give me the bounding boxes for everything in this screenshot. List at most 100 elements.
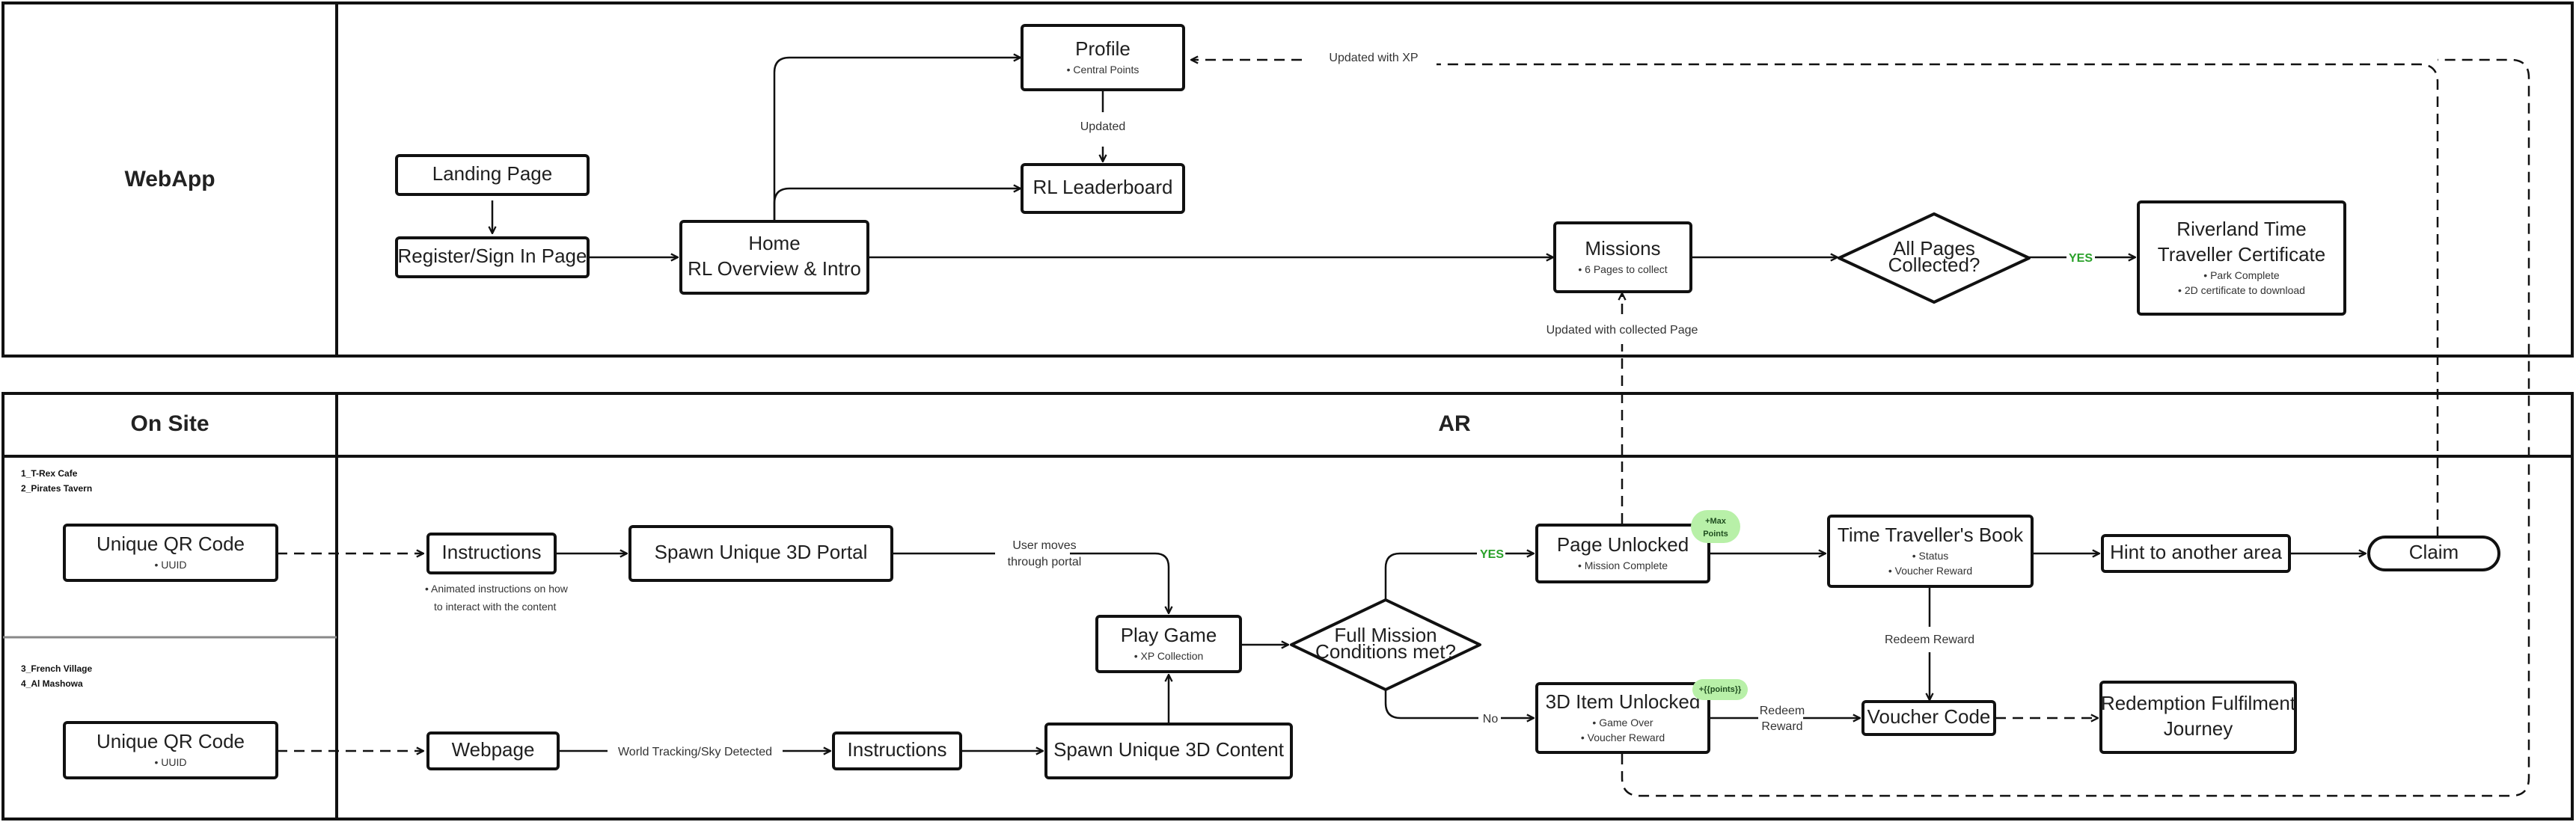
node-qr1: Unique QR Code • UUID [63, 524, 278, 582]
node-bullet: • Park Complete [2203, 269, 2280, 281]
edge-home-profile [773, 58, 1021, 221]
node-title: Instructions [848, 738, 947, 761]
edge-labels: Updated Updated with XP Updated with col… [425, 48, 2093, 758]
label-user-moves: through portal [1008, 556, 1082, 568]
node-title: Play Game [1121, 624, 1217, 646]
node-shape [426, 731, 560, 770]
badge-bg [1692, 679, 1748, 700]
node-shape [395, 236, 590, 278]
node-item-unlocked: 3D Item Unlocked• Game Over• Voucher Rew… [1535, 682, 1710, 754]
site-label: 3_French Village [21, 663, 92, 674]
badge-text: Points [1703, 530, 1728, 539]
label-yes-cert: YES [2069, 252, 2093, 265]
node-bullet: • Central Points [1067, 64, 1139, 76]
node-title: Redemption Fulfilment [2101, 692, 2296, 714]
node-profile: Profile • Central Points [1021, 24, 1185, 91]
site-group-2: 3_French Village 4_Al Mashowa [21, 663, 92, 689]
node-title: Landing Page [432, 162, 552, 185]
note-animated: • Animated instructions on how [425, 583, 569, 595]
lane-webapp: WebApp [124, 167, 215, 191]
node-title: Page Unlocked [1557, 533, 1689, 556]
site-label: 1_T-Rex Cafe [21, 468, 78, 479]
node-bullet: • UUID [154, 559, 186, 571]
node-title: Spawn Unique 3D Content [1053, 738, 1285, 761]
edge-claim-profile-dashed [1437, 63, 2439, 537]
label-redeem: Reward [1761, 720, 1802, 733]
node-title: Hint to another area [2110, 541, 2282, 563]
node-shape [1553, 221, 1692, 293]
node-register: Register/Sign In Page [395, 236, 590, 278]
node-shape [832, 731, 962, 770]
node-title: Voucher Code [1867, 705, 1991, 728]
label-bg [1314, 48, 1434, 70]
node-title: Time Traveller's Book [1838, 524, 2024, 546]
label-redeem: Redeem [1760, 705, 1805, 717]
node-title: Full Mission [1334, 624, 1437, 646]
node-shape [1290, 598, 1481, 691]
bottom-frame [1, 392, 2574, 821]
node-claim: Claim [2367, 536, 2500, 571]
node-shape [1861, 700, 1996, 736]
badge-text: +Max [1705, 517, 1727, 526]
node-title: Spawn Unique 3D Portal [655, 541, 868, 563]
node-shape [426, 533, 557, 574]
node-spawn-content: Spawn Unique 3D Content [1044, 723, 1293, 779]
node-leaderboard: RL Leaderboard [1021, 163, 1185, 214]
label-updated-page: Updated with collected Page [1546, 324, 1698, 337]
node-title: Unique QR Code [97, 730, 245, 752]
label-no: No [1483, 713, 1499, 726]
badge-text: +{{points}} [1699, 685, 1742, 694]
node-bullet: • Mission Complete [1578, 559, 1668, 571]
node-shape [2367, 536, 2500, 571]
node-title: RL Leaderboard [1033, 176, 1173, 198]
node-title: Unique QR Code [97, 533, 245, 555]
label-updated-xp: Updated with XP [1329, 52, 1418, 64]
node-page-unlocked: Page Unlocked • Mission Complete [1535, 524, 1710, 583]
node-shape [1095, 615, 1242, 673]
node-bullet: • XP Collection [1134, 650, 1204, 662]
label-user-moves: User moves [1012, 539, 1076, 552]
edge-conditions-yes [1384, 552, 1477, 600]
node-title: Conditions met? [1315, 640, 1456, 663]
node-bullet: • Game Over [1592, 717, 1653, 729]
label-updated: Updated [1080, 120, 1126, 133]
node-title: Register/Sign In Page [398, 245, 587, 267]
edge-portal-play-2 [1070, 552, 1169, 613]
node-title: All Pages [1893, 237, 1975, 260]
label-redeem-reward: Redeem Reward [1885, 634, 1974, 646]
node-qr2: Unique QR Code• UUID [63, 721, 278, 779]
node-title: Traveller Certificate [2158, 243, 2325, 266]
node-voucher: Voucher Code [1861, 700, 1996, 736]
node-portal: Spawn Unique 3D Portal [628, 525, 893, 582]
node-title: Claim [2409, 541, 2459, 563]
node-webpage: Webpage [426, 731, 560, 770]
node-shape [1044, 723, 1293, 779]
node-title: 3D Item Unlocked [1546, 690, 1701, 713]
node-bullet: • Status [1912, 550, 1949, 562]
node-shape [2101, 534, 2291, 573]
label-bg [1074, 115, 1131, 138]
site-group-1: 1_T-Rex Cafe 2_Pirates Tavern [21, 468, 92, 494]
node-shape [63, 721, 278, 779]
node-shape [679, 220, 869, 295]
node-title: Journey [2164, 717, 2233, 740]
label-yes-page: YES [1480, 548, 1504, 561]
node-title: Profile [1075, 37, 1131, 60]
lane-onsite: On Site [130, 411, 209, 436]
lane-ar: AR [1438, 411, 1471, 436]
node-shape [1838, 212, 2031, 304]
node-shape [1021, 24, 1185, 91]
node-bullet: • Voucher Reward [1888, 565, 1972, 577]
node-shape [2099, 681, 2297, 754]
node-title: Home [748, 232, 800, 254]
node-instructions1: Instructions [426, 533, 557, 574]
node-landing: Landing Page [395, 154, 590, 196]
edges [277, 58, 2530, 797]
node-shape [1535, 524, 1710, 583]
